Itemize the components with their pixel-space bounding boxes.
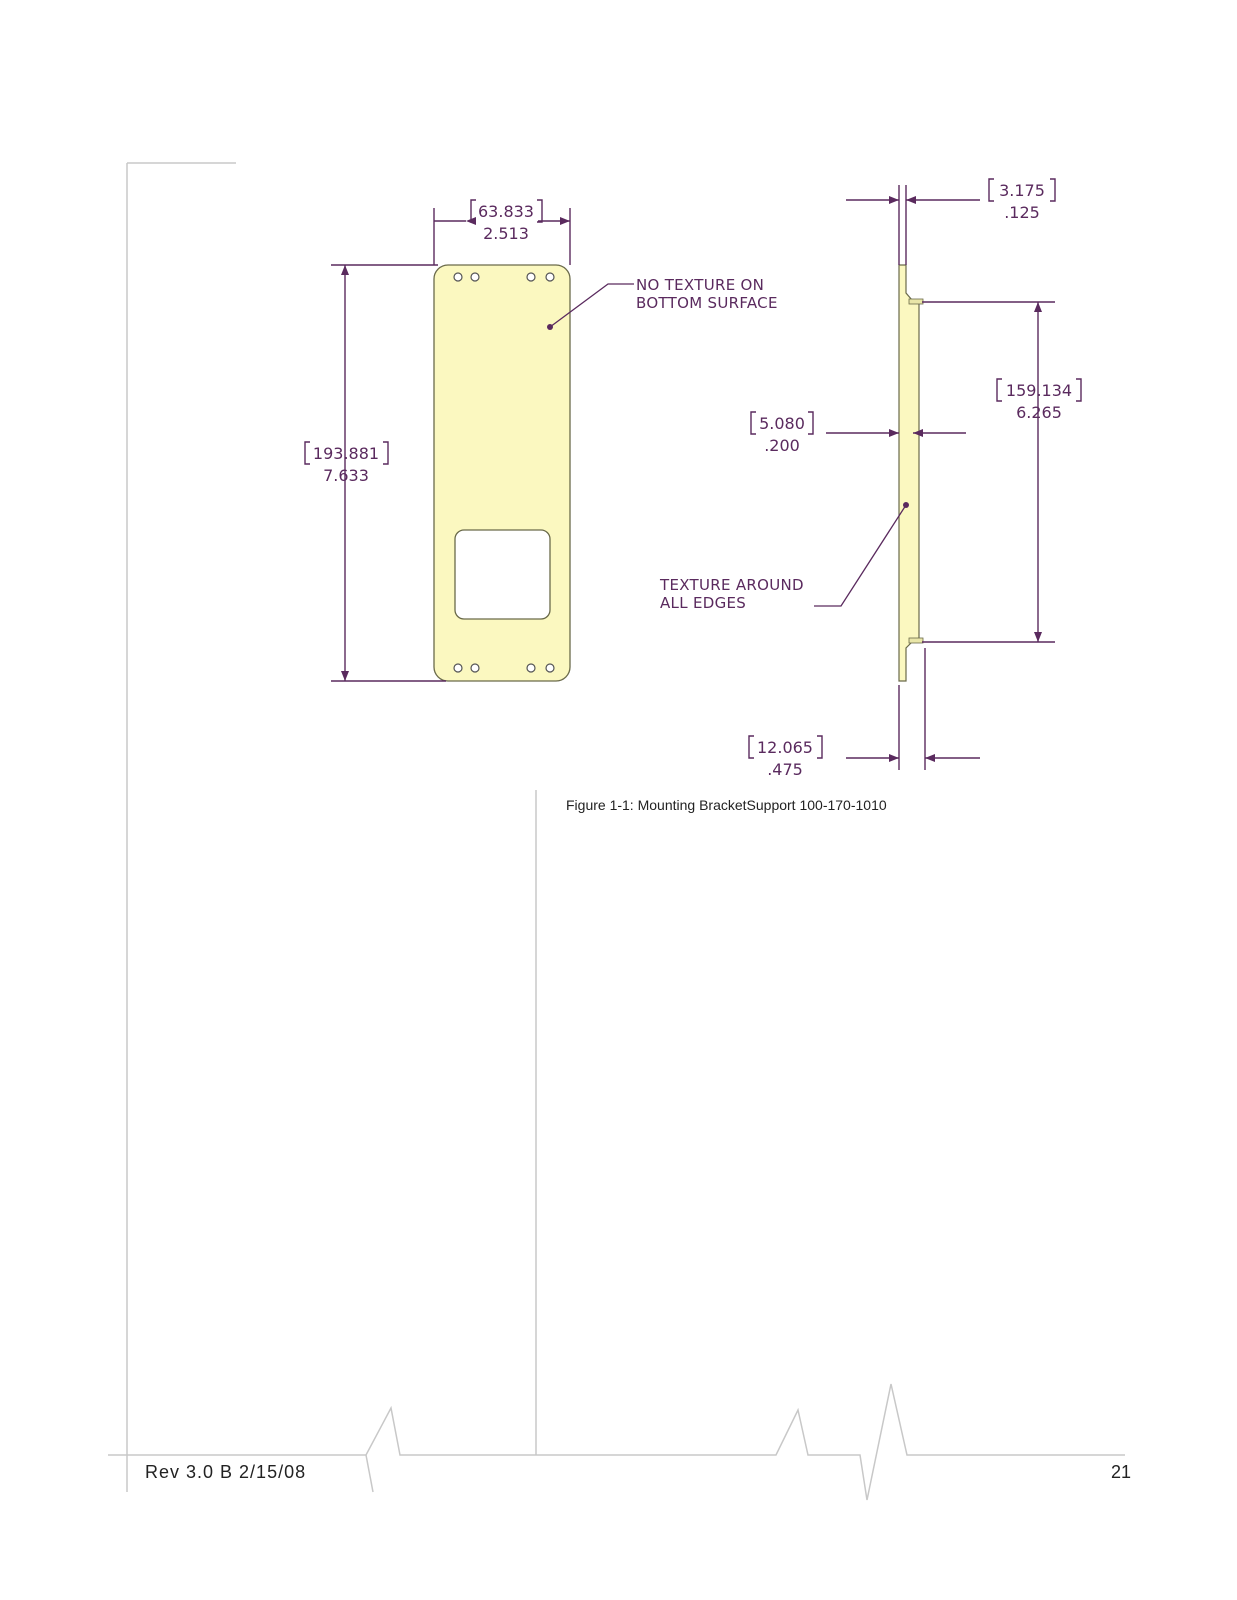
bottom-dim-in: .475 bbox=[767, 760, 803, 779]
plate-thickness-dimension bbox=[750, 411, 966, 437]
height-dim-mm: 193.881 bbox=[313, 444, 379, 463]
no-texture-note-line1: NO TEXTURE ON bbox=[636, 276, 764, 294]
top-dim-mm: 3.175 bbox=[999, 181, 1045, 200]
footer-page-number: 21 bbox=[1110, 1462, 1131, 1482]
bracket-profile bbox=[898, 264, 920, 682]
span-dim-mm: 159.134 bbox=[1006, 381, 1072, 400]
thickness-dim-mm: 5.080 bbox=[759, 414, 805, 433]
mounting-holes bbox=[453, 272, 555, 673]
width-dim-in: 2.513 bbox=[483, 224, 529, 243]
span-dim-in: 6.265 bbox=[1016, 403, 1062, 422]
side-view: 3.175 .125 159.134 6.265 5.080 bbox=[659, 178, 1082, 779]
front-view: 63.833 2.513 193.881 7.633 NO TEXTURE ON… bbox=[304, 199, 778, 682]
page-frame bbox=[108, 162, 1125, 1501]
figure-caption: Figure 1-1: Mounting BracketSupport 100-… bbox=[566, 797, 887, 813]
height-dimension bbox=[304, 264, 446, 682]
height-dim-in: 7.633 bbox=[323, 466, 369, 485]
texture-note-line1: TEXTURE AROUND bbox=[659, 576, 804, 594]
no-texture-leader bbox=[549, 283, 634, 328]
top-thickness-dimension bbox=[846, 178, 1056, 265]
footer-revision: Rev 3.0 B 2/15/08 bbox=[145, 1462, 307, 1482]
bottom-depth-dimension bbox=[748, 648, 980, 770]
top-dim-in: .125 bbox=[1004, 203, 1040, 222]
texture-leader bbox=[814, 504, 907, 607]
rectangular-cutout bbox=[454, 529, 551, 620]
width-dim-mm: 63.833 bbox=[478, 202, 534, 221]
thickness-dim-in: .200 bbox=[764, 436, 800, 455]
bottom-dim-mm: 12.065 bbox=[757, 738, 813, 757]
span-dimension bbox=[922, 301, 1082, 643]
no-texture-note-line2: BOTTOM SURFACE bbox=[636, 294, 778, 312]
texture-note-line2: ALL EDGES bbox=[660, 594, 746, 612]
width-dimension bbox=[433, 199, 571, 265]
